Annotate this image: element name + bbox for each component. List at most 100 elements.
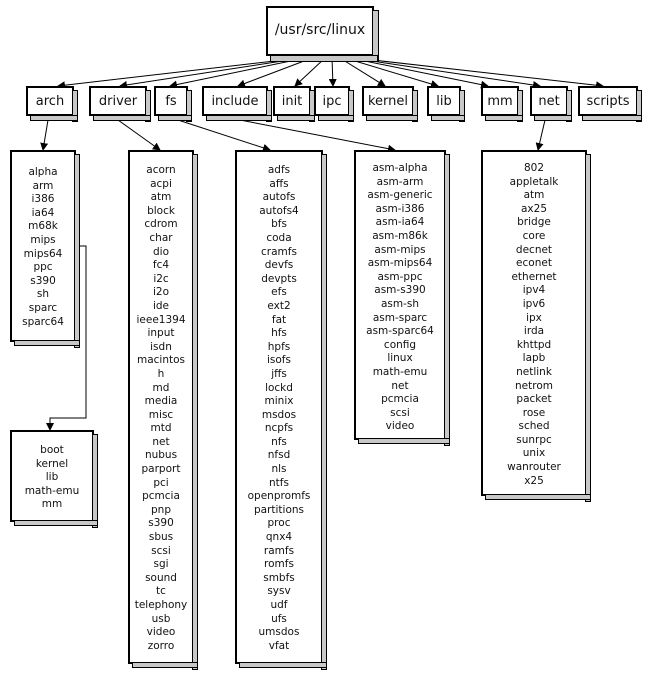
- list-item: net: [152, 435, 170, 448]
- list-item: s390: [148, 517, 174, 530]
- list-item: unix: [522, 447, 546, 460]
- list-item: kernel: [35, 457, 69, 470]
- list-item: i2o: [152, 286, 170, 299]
- list-item: jffs: [271, 367, 287, 380]
- list-item: asm-i386: [375, 202, 425, 215]
- list-item: autofs: [262, 191, 296, 204]
- list-item: acpi: [150, 177, 172, 190]
- dir-driver: driver: [89, 86, 147, 116]
- dir-init: init: [273, 86, 311, 116]
- list-item: fat: [271, 313, 287, 326]
- dir-arch: arch: [26, 86, 74, 116]
- list-item: romfs: [264, 558, 294, 571]
- list-item: ipv6: [522, 297, 546, 310]
- list-item: netrom: [515, 379, 553, 392]
- list-item: proc: [267, 517, 291, 530]
- list-item: asm-ia64: [375, 216, 425, 229]
- list-item: h: [157, 367, 165, 380]
- list-item: zorro: [147, 639, 175, 652]
- list-item: adfs: [267, 164, 291, 176]
- list-item: packet: [516, 393, 552, 406]
- list-item: sgi: [153, 558, 169, 571]
- list-item: lapb: [522, 352, 546, 365]
- list-item: 802: [523, 162, 545, 174]
- list-item: m68k: [28, 220, 58, 233]
- list-item: hfs: [271, 327, 287, 340]
- list-item: media: [144, 395, 178, 408]
- list-item: atm: [523, 189, 545, 202]
- list-item: asm-sparc64: [366, 325, 434, 338]
- list-item: isdn: [150, 340, 172, 353]
- list-item: asm-arm: [376, 175, 424, 188]
- list-item: ufs: [271, 612, 287, 625]
- list-item: vfat: [268, 639, 290, 652]
- list-item: ncpfs: [264, 422, 294, 435]
- list-item: char: [149, 231, 173, 244]
- list-item: sound: [145, 571, 177, 584]
- list-item: coda: [266, 231, 292, 244]
- list-item: net: [391, 379, 409, 392]
- list-item: devpts: [261, 272, 297, 285]
- list-item: pnp: [151, 503, 171, 516]
- dir-ipc: ipc: [314, 86, 350, 116]
- list-item: isofs: [267, 354, 291, 367]
- list-item: appletalk: [509, 175, 559, 188]
- list-item: asm-mips64: [367, 257, 433, 270]
- list-item: video: [146, 626, 176, 639]
- list-item: misc: [148, 408, 174, 421]
- list-item: parport: [141, 463, 181, 476]
- list-item: sysv: [267, 585, 291, 598]
- list-item: ppc: [33, 261, 53, 274]
- list-item: pcmcia: [142, 490, 180, 503]
- list-item: cdrom: [144, 218, 178, 231]
- list-item: partitions: [253, 503, 305, 516]
- list-item: wanrouter: [507, 461, 561, 474]
- list-item: alpha: [28, 166, 58, 178]
- list-item: bridge: [517, 216, 551, 229]
- list-item: scsi: [151, 544, 171, 557]
- list-item: macintos: [136, 354, 186, 367]
- list-item: linux: [387, 352, 413, 365]
- list-item: mm: [41, 498, 63, 511]
- list-item: minix: [264, 395, 294, 408]
- list-item: udf: [270, 599, 288, 611]
- list-item: asm-sh: [380, 297, 420, 310]
- list-item: smbfs: [263, 571, 295, 584]
- list-item: scsi: [390, 406, 410, 419]
- list-item: pcmcia: [381, 393, 419, 406]
- list-item: asm-generic: [367, 189, 433, 202]
- list-item: pci: [153, 476, 169, 489]
- root-label: /usr/src/linux: [274, 22, 366, 38]
- list-item: atm: [150, 191, 172, 204]
- list-item: ax25: [520, 202, 547, 215]
- list-item: decnet: [515, 243, 553, 256]
- list-item: sunrpc: [516, 433, 552, 446]
- list-item: tc: [156, 585, 166, 598]
- list-item: ext2: [267, 299, 291, 312]
- list-item: md: [152, 381, 170, 394]
- list-item: nubus: [144, 449, 178, 462]
- list-item: config: [383, 338, 417, 351]
- list-item: nls: [271, 463, 287, 476]
- list-item: efs: [271, 286, 287, 299]
- list-item: qnx4: [265, 531, 293, 544]
- list-item: umsdos: [258, 626, 300, 639]
- list-item: lib: [45, 471, 59, 484]
- list-item: khttpd: [516, 338, 552, 351]
- list-item: openpromfs: [247, 490, 311, 503]
- list-item: bfs: [271, 218, 287, 231]
- list-item: ia64: [31, 206, 55, 219]
- list-item: sh: [36, 288, 50, 301]
- list-item: mtd: [150, 422, 172, 435]
- list-item: asm-alpha: [372, 162, 428, 174]
- list-item: affs: [269, 177, 289, 190]
